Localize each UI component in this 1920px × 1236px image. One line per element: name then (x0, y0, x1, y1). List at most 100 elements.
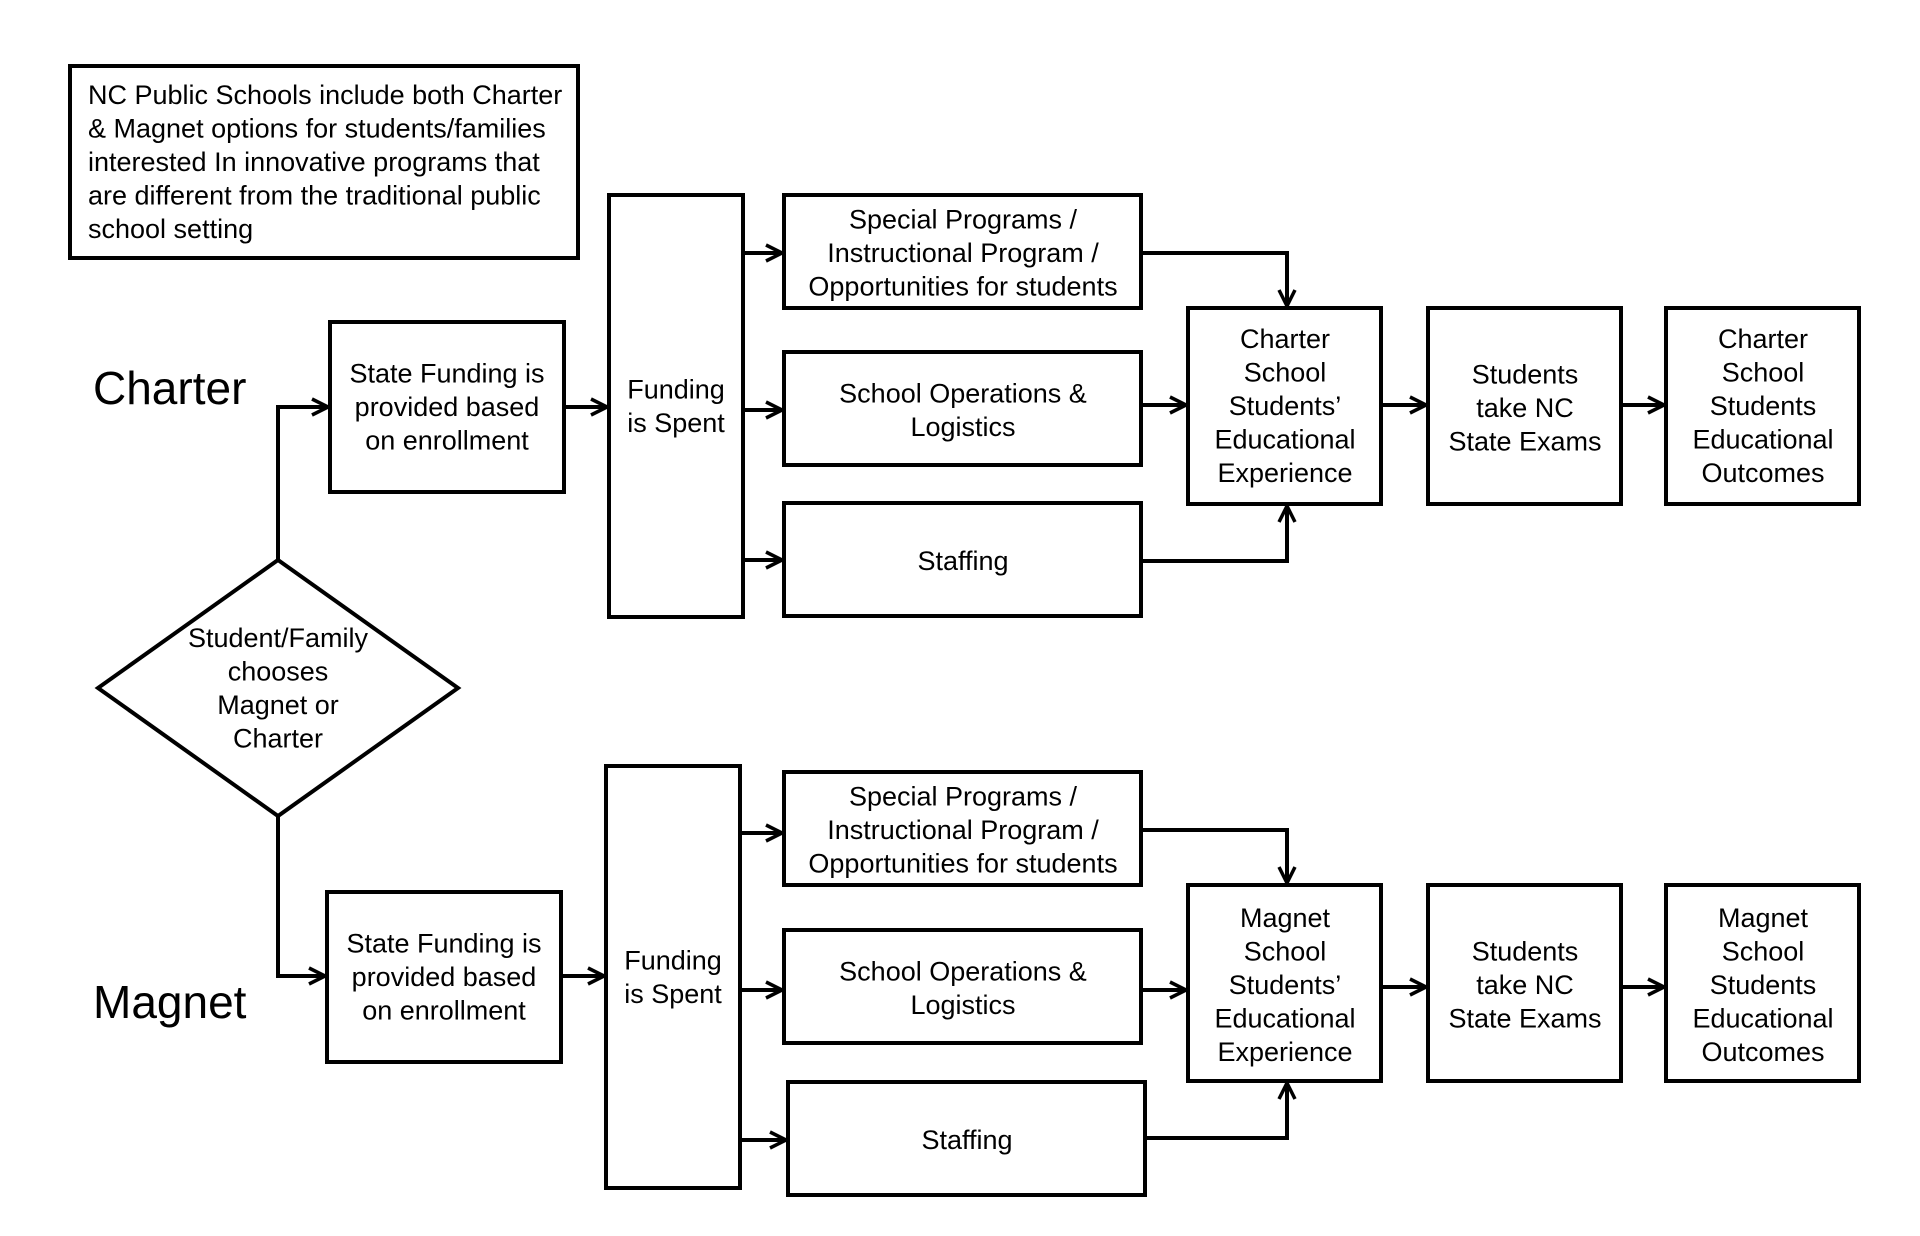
text-line: Educational (1692, 425, 1833, 455)
intro-note-text: NC Public Schools include both Charter & … (88, 80, 562, 244)
edge-decision-to-charter-funding (276, 407, 328, 560)
text-line: State Funding is (349, 359, 544, 389)
magnet-spent-node: Funding is Spent (604, 764, 742, 1190)
text-line: Students (1710, 970, 1817, 1000)
text-line: Students (1472, 360, 1579, 390)
magnet-programs-node: Special Programs /Instructional Program … (782, 770, 1143, 887)
charter-staffing-text: Staffing (917, 546, 1008, 576)
text-line: Educational (1214, 1004, 1355, 1034)
text-line: Experience (1217, 458, 1352, 488)
text-line: Students’ (1229, 970, 1342, 1000)
text-line: chooses (228, 656, 329, 686)
edge-charter-programs-to-experience (1141, 251, 1287, 306)
text-line: on enrollment (365, 426, 529, 456)
text-line: Students’ (1229, 391, 1342, 421)
text-line: School (1722, 937, 1805, 967)
text-line: take NC (1476, 970, 1574, 1000)
text-line: School Operations & (839, 378, 1087, 408)
charter-operations-node: School Operations & Logistics (782, 350, 1143, 467)
text-line: Opportunities for students (808, 849, 1117, 879)
text-line: is Spent (627, 408, 725, 438)
text-line: Student/Family (188, 623, 369, 653)
text-line: Funding (624, 945, 722, 975)
text-line: Special Programs / (849, 782, 1078, 812)
charter-spent-text: Funding is Spent (627, 374, 725, 438)
text-line: Magnet or (217, 690, 339, 720)
text-line: Staffing (917, 546, 1008, 576)
text-line: Outcomes (1701, 458, 1824, 488)
edge-magnet-programs-to-experience (1141, 828, 1287, 883)
charter-operations-text: School Operations & Logistics (839, 378, 1087, 442)
text-line: State Exams (1448, 1004, 1601, 1034)
magnet-programs-text: Special Programs /Instructional Program … (808, 782, 1117, 879)
text-line: Opportunities for students (808, 272, 1117, 302)
magnet-operations-node: School Operations & Logistics (782, 928, 1143, 1045)
edge-decision-to-magnet-funding (276, 816, 325, 976)
charter-spent-node: Funding is Spent (607, 193, 745, 619)
text-line: are different from the traditional publi… (88, 181, 541, 211)
charter-programs-node: Special Programs /Instructional Program … (782, 193, 1143, 310)
charter-staffing-node: Staffing (782, 501, 1143, 618)
text-line: School (1722, 358, 1805, 388)
text-line: provided based (352, 962, 537, 992)
text-line: interested In innovative programs that (88, 147, 540, 177)
text-line: school setting (88, 214, 253, 244)
text-line: Logistics (910, 990, 1015, 1020)
text-line: Instructional Program / (827, 238, 1099, 268)
text-line: State Funding is (346, 929, 541, 959)
text-line: Logistics (910, 412, 1015, 442)
text-line: Students (1472, 937, 1579, 967)
text-line: Educational (1692, 1004, 1833, 1034)
text-line: Special Programs / (849, 205, 1078, 235)
text-line: Funding (627, 374, 725, 404)
text-line: take NC (1476, 393, 1574, 423)
magnet-staffing-node: Staffing (786, 1080, 1147, 1197)
magnet-section-label: Magnet (93, 976, 247, 1028)
intro-note: NC Public Schools include both Charter & … (68, 64, 580, 260)
magnet-staffing-text: Staffing (921, 1125, 1012, 1155)
text-line: provided based (355, 392, 540, 422)
text-line: State Exams (1448, 427, 1601, 457)
edge-charter-staffing-to-experience (1141, 506, 1287, 563)
text-line: Charter (233, 723, 323, 753)
text-line: School (1244, 937, 1327, 967)
text-line: School Operations & (839, 956, 1087, 986)
charter-programs-text: Special Programs /Instructional Program … (808, 205, 1117, 302)
text-line: is Spent (624, 979, 722, 1009)
edge-magnet-staffing-to-experience (1145, 1083, 1287, 1140)
charter-section-label: Charter (93, 362, 246, 414)
text-line: Staffing (921, 1125, 1012, 1155)
text-line: NC Public Schools include both Charter (88, 80, 562, 110)
text-line: Students (1710, 391, 1817, 421)
text-line: on enrollment (362, 996, 526, 1026)
text-line: Outcomes (1701, 1037, 1824, 1067)
text-line: Charter (1718, 324, 1808, 354)
text-line: School (1244, 358, 1327, 388)
magnet-spent-text: Funding is Spent (624, 945, 722, 1009)
text-line: & Magnet options for students/families (88, 114, 546, 144)
text-line: Magnet (1240, 903, 1331, 933)
text-line: Magnet (1718, 903, 1809, 933)
magnet-operations-text: School Operations & Logistics (839, 956, 1087, 1020)
text-line: Instructional Program / (827, 815, 1099, 845)
text-line: Educational (1214, 425, 1355, 455)
